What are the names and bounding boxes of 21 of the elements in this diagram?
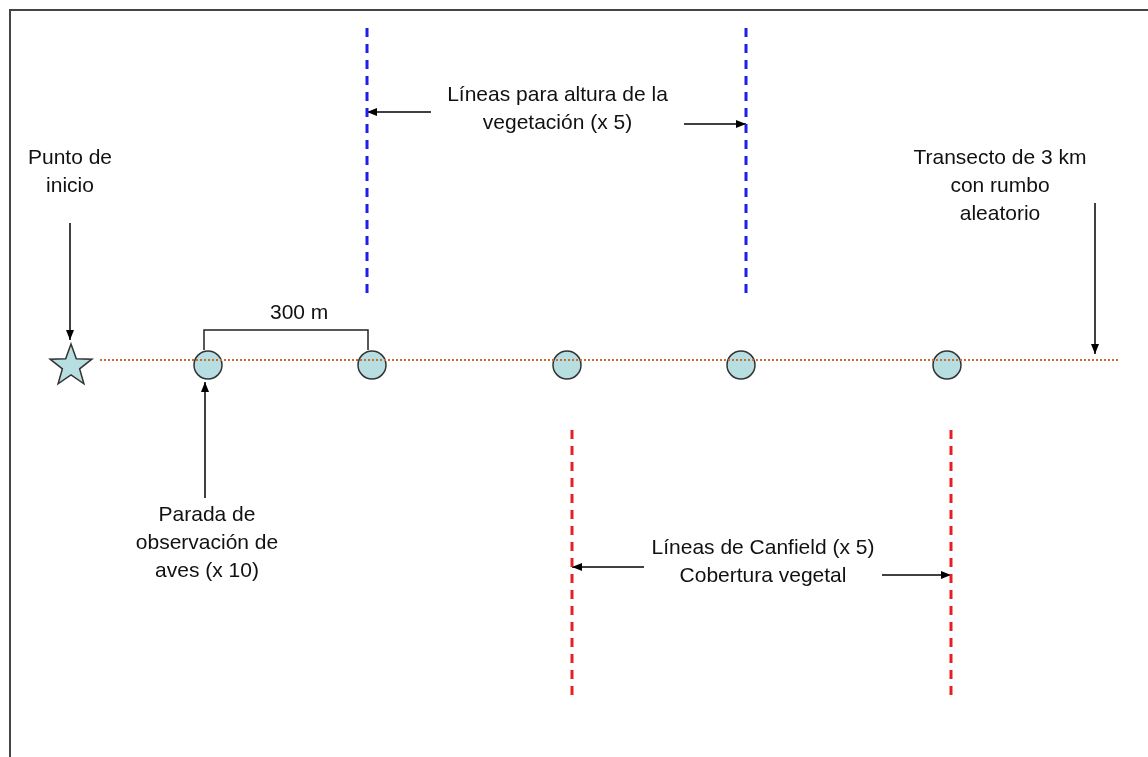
stop-circle	[552, 350, 582, 380]
arrow	[683, 120, 747, 128]
start-star	[48, 342, 94, 388]
callout-text: Cobertura vegetal	[678, 562, 848, 588]
stop-circle	[357, 350, 387, 380]
arrow	[66, 222, 74, 341]
stop-circle	[932, 350, 962, 380]
dimension-label: 300 m	[270, 299, 329, 325]
callout-text: Líneas para altura de la vegetación (x 5)	[435, 80, 680, 136]
callout-text: Líneas de Canfield (x 5)	[650, 534, 876, 560]
stop-circle	[726, 350, 756, 380]
arrow	[571, 563, 645, 571]
callout-text: Punto de inicio	[15, 143, 125, 199]
stop-circle	[193, 350, 223, 380]
arrow	[366, 108, 432, 116]
callout-text: Transecto de 3 km con rumbo aleatorio	[912, 143, 1088, 227]
arrow	[201, 381, 209, 499]
callout-text: Parada de observación de aves (x 10)	[132, 500, 282, 584]
transect-line	[100, 356, 1118, 364]
arrow	[1091, 202, 1099, 355]
arrow	[881, 571, 952, 579]
